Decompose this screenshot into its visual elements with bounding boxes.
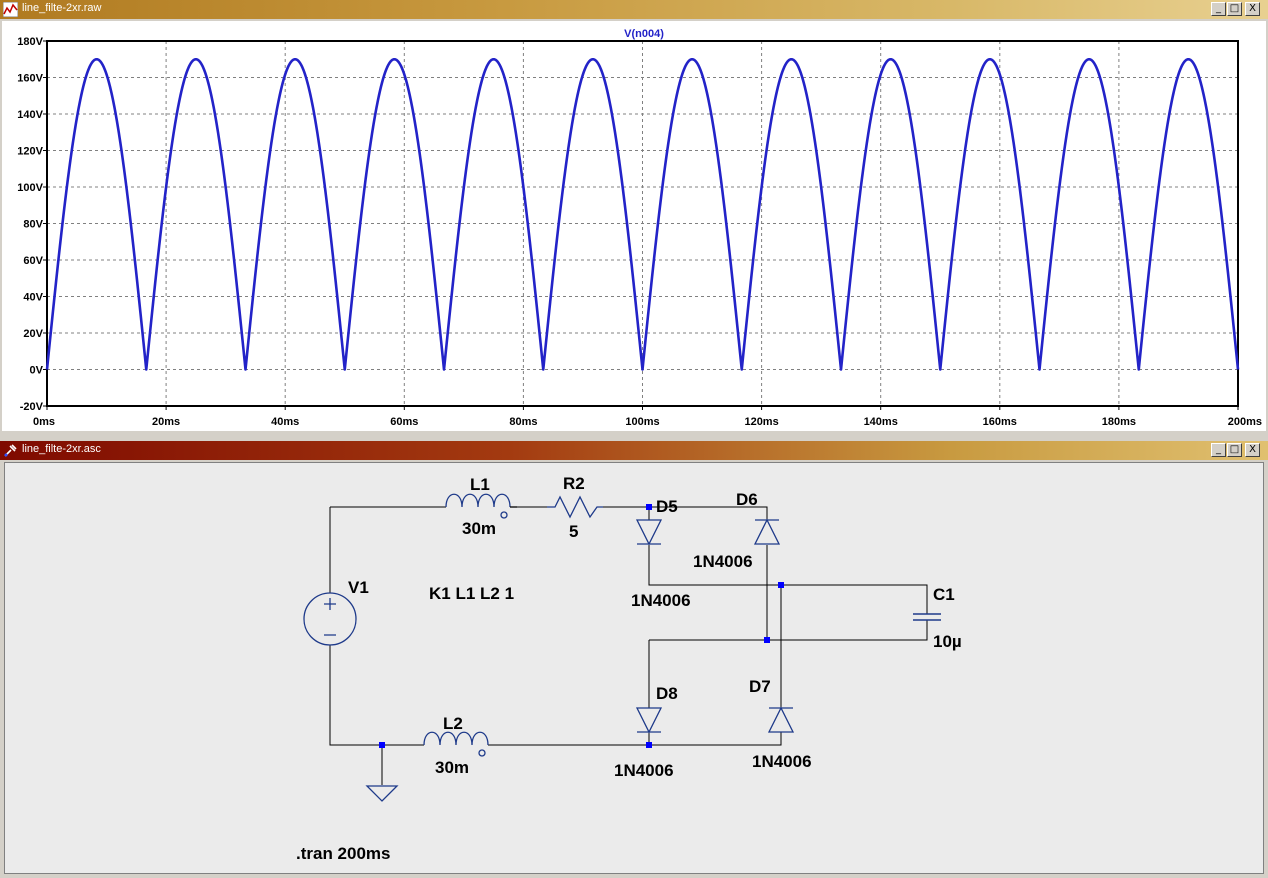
close-button[interactable]: X	[1245, 443, 1260, 457]
inductor-l2[interactable]	[423, 731, 489, 757]
close-button[interactable]: X	[1245, 2, 1260, 16]
coupling-directive[interactable]: K1 L1 L2 1	[429, 584, 514, 603]
inductor-l1[interactable]	[445, 493, 517, 519]
r2-value: 5	[569, 522, 578, 541]
d6-name: D6	[736, 490, 758, 509]
y-tick-label: 20V	[23, 328, 43, 340]
schematic-titlebar[interactable]: line_filte-2xr.asc _ □ X	[0, 441, 1268, 460]
minimize-button[interactable]: _	[1211, 443, 1226, 457]
restore-button[interactable]: □	[1227, 443, 1242, 457]
schematic-app-icon	[4, 444, 17, 457]
x-tick-label: 180ms	[1102, 416, 1136, 428]
y-tick-label: 120V	[17, 146, 43, 158]
waveform-titlebar[interactable]: line_filte-2xr.raw _ □ X	[0, 0, 1268, 19]
l1-name: L1	[470, 475, 490, 494]
x-tick-label: 200ms	[1228, 416, 1262, 428]
r2-name: R2	[563, 474, 585, 493]
d7-model: 1N4006	[752, 752, 812, 771]
x-tick-label: 140ms	[864, 416, 898, 428]
plot-grid	[47, 41, 1238, 406]
y-tick-label: 0V	[30, 365, 44, 377]
c1-value: 10µ	[933, 632, 962, 651]
simulation-directive[interactable]: .tran 200ms	[296, 844, 391, 863]
y-tick-label: 60V	[23, 255, 43, 267]
schematic-window-title: line_filte-2xr.asc	[22, 443, 101, 455]
l1-value: 30m	[462, 519, 496, 538]
waveform-plot-area[interactable]: 180V 160V 140V 120V 100V 80V 60V 40V 20V 0V -20V 0…	[2, 21, 1266, 431]
d7-name: D7	[749, 677, 771, 696]
d8-model: 1N4006	[614, 761, 674, 780]
schematic-window-controls: _ □ X	[1211, 443, 1260, 457]
waveform-window-title: line_filte-2xr.raw	[22, 2, 102, 14]
resistor-r2[interactable]	[547, 495, 603, 519]
ground-symbol[interactable]	[365, 785, 399, 802]
y-tick-label: -20V	[20, 401, 44, 413]
y-tick-label: 80V	[23, 219, 43, 231]
y-tick-label: 160V	[17, 73, 43, 85]
c1-name: C1	[933, 585, 955, 604]
wire-d5-down	[648, 507, 928, 614]
waveform-app-icon	[3, 2, 18, 17]
x-tick-label: 0ms	[33, 416, 55, 428]
x-tick-label: 100ms	[625, 416, 659, 428]
d5-model: 1N4006	[631, 591, 691, 610]
l2-value: 30m	[435, 758, 469, 777]
y-tick-label: 40V	[23, 292, 43, 304]
x-tick-label: 60ms	[390, 416, 418, 428]
minimize-button[interactable]: _	[1211, 2, 1226, 16]
x-axis-ticks: 0ms 20ms 40ms 60ms 80ms 100ms 120ms 140ms 160ms 1…	[33, 406, 1262, 428]
x-tick-label: 120ms	[744, 416, 778, 428]
wire-mid	[649, 620, 928, 641]
d5-name: D5	[656, 497, 678, 516]
d6-model: 1N4006	[693, 552, 753, 571]
waveform-window: line_filte-2xr.raw _ □ X 180V 160V 140V 120…	[0, 0, 1268, 436]
wire-r2-d5	[603, 506, 768, 520]
wire-d7	[649, 585, 782, 746]
waveform-window-controls: _ □ X	[1211, 2, 1260, 16]
y-tick-label: 140V	[17, 109, 43, 121]
y-axis-ticks: 180V 160V 140V 120V 100V 80V 60V 40V 20V 0V -20V	[17, 36, 47, 413]
junctions	[379, 504, 784, 748]
l2-name: L2	[443, 714, 463, 733]
y-tick-label: 100V	[17, 182, 43, 194]
trace-label[interactable]: V(n004)	[624, 28, 664, 40]
v1-name: V1	[348, 578, 369, 597]
x-tick-label: 160ms	[983, 416, 1017, 428]
y-tick-label: 180V	[17, 36, 43, 48]
diode-d8[interactable]	[635, 707, 663, 734]
x-tick-label: 20ms	[152, 416, 180, 428]
diode-d5[interactable]	[635, 519, 663, 546]
diode-d6[interactable]	[753, 518, 781, 545]
wire-top-left	[329, 507, 424, 746]
d8-name: D8	[656, 684, 678, 703]
restore-button[interactable]: □	[1227, 2, 1242, 16]
x-tick-label: 80ms	[509, 416, 537, 428]
waveform-chart[interactable]: 180V 160V 140V 120V 100V 80V 60V 40V 20V 0V -20V 0…	[2, 21, 1266, 431]
schematic-canvas[interactable]: L1 30m R2 5 D5 1N4006 D6 1N4006	[4, 462, 1264, 874]
trace-v-n004[interactable]	[45, 57, 1240, 371]
x-tick-label: 40ms	[271, 416, 299, 428]
diode-d7[interactable]	[767, 706, 795, 733]
schematic-drawing[interactable]: L1 30m R2 5 D5 1N4006 D6 1N4006	[5, 463, 1263, 873]
voltage-source-v1[interactable]	[303, 592, 357, 646]
wires	[329, 506, 928, 785]
capacitor-c1[interactable]	[913, 613, 941, 621]
